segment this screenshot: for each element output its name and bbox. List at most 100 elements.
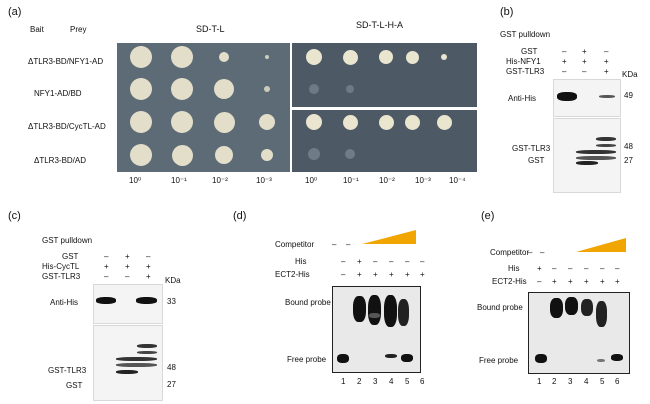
yeast-spot-p2-r4-c2 <box>345 149 355 159</box>
panel-d-competitor-wedge <box>362 230 416 244</box>
panel-c-sign-r1-c1: – <box>104 252 109 261</box>
yeast-spot-p1-r2-c3 <box>214 79 234 99</box>
yeast-spot-p1-r4-c4 <box>261 149 273 161</box>
panel-b-sign-r3-c3: + <box>604 67 609 76</box>
panel-b-band-gst <box>576 161 598 165</box>
e-ect2-sign-1: – <box>537 277 542 286</box>
yeast-spot-p1-r2-c1 <box>130 78 152 100</box>
panel-c-row-his: His-CycTL <box>42 262 80 271</box>
panel-b-sign-r2-c3: + <box>604 57 609 66</box>
panel-d-competitor-label: Competitor <box>275 240 315 249</box>
e-band-7 <box>597 359 605 362</box>
yeast-spot-p1-r1-c2 <box>171 46 193 68</box>
panel-c-marker-33: 33 <box>167 297 176 306</box>
panel-b-band-gsttlr3-a <box>596 137 616 141</box>
e-band-3 <box>565 297 578 315</box>
panel-b-sign-r2-c1: + <box>562 57 567 66</box>
e-band-5 <box>596 301 607 327</box>
yeast-spot-p1-r2-c4 <box>264 86 270 92</box>
row-label-2: NFY1-AD/BD <box>34 89 82 98</box>
d-band-7 <box>401 354 413 362</box>
e-lane-3: 3 <box>568 377 573 386</box>
panel-b-letter: (b) <box>500 6 514 18</box>
d-band-1 <box>337 354 349 363</box>
panel-d-letter: (d) <box>233 210 247 222</box>
d-his-sign-4: – <box>389 257 394 266</box>
panel-b-sign-r2-c2: + <box>582 57 587 66</box>
yeast-spot-p1-r4-c2 <box>171 144 193 166</box>
d-his-sign-6: – <box>420 257 425 266</box>
panel-e-ect2-label: ECT2-His <box>492 277 527 286</box>
panel-c-title: GST pulldown <box>42 236 93 245</box>
yeast-spot-p1-r1-c4 <box>265 55 269 59</box>
panel-c-sign-r3-c2: – <box>125 272 130 281</box>
e-lane-4: 4 <box>584 377 589 386</box>
yeast-spot-p1-r4-c3 <box>215 146 233 164</box>
e-competitor-sign-1: – <box>528 248 533 257</box>
panel-c-unit: KDa <box>165 276 181 285</box>
panel-e-bound-label: Bound probe <box>477 303 523 312</box>
dilution-p2-4: 10⁻⁴ <box>449 176 466 185</box>
d-band-3 <box>368 295 381 325</box>
d-band-5 <box>398 299 409 326</box>
panel-b-band-lane3 <box>599 95 615 98</box>
plate-sd-t-l-h-a-bottom <box>292 110 477 172</box>
panel-b-blot-gst <box>553 118 621 193</box>
d-band-6 <box>385 354 397 358</box>
panel-d-ect2-label: ECT2-His <box>275 270 310 279</box>
e-his-sign-6: – <box>615 264 620 273</box>
panel-c-sign-r2-c3: + <box>146 262 151 271</box>
panel-b-gsttlr3-label: GST-TLR3 <box>512 144 551 153</box>
panel-b-unit: KDa <box>622 70 638 79</box>
panel-e-competitor-wedge <box>576 238 626 252</box>
panel-b-row-gsttlr3: GST-TLR3 <box>506 67 545 76</box>
panel-d-his-label: His <box>295 257 307 266</box>
dilution-p1-0: 10⁰ <box>129 176 142 185</box>
dilution-p1-1: 10⁻¹ <box>171 176 187 185</box>
e-lane-2: 2 <box>552 377 557 386</box>
e-lane-5: 5 <box>600 377 605 386</box>
d-ect2-sign-2: + <box>357 270 362 279</box>
panel-c-sign-r3-c1: – <box>104 272 109 281</box>
panel-c-gst-label: GST <box>66 381 83 390</box>
panel-b-band-lane1 <box>557 92 577 101</box>
panel-b-marker-48: 48 <box>624 142 633 151</box>
dilution-p2-0: 10⁰ <box>305 176 318 185</box>
e-his-sign-2: – <box>552 264 557 273</box>
d-his-sign-5: – <box>405 257 410 266</box>
row-label-1: ΔTLR3-BD/NFY1-AD <box>28 57 104 66</box>
yeast-spot-p2-r4-c1 <box>308 148 320 160</box>
e-band-6 <box>611 354 623 361</box>
panel-c-marker-27: 27 <box>167 380 176 389</box>
panel-c-marker-48: 48 <box>167 363 176 372</box>
panel-b-sign-r1-c1: – <box>562 47 567 56</box>
yeast-spot-p2-r2-c1 <box>309 84 319 94</box>
yeast-spot-p2-r1-c4 <box>405 50 419 64</box>
dilution-p2-3: 10⁻³ <box>415 176 431 185</box>
d-ect2-sign-5: + <box>405 270 410 279</box>
yeast-spot-p1-r3-c3 <box>213 111 235 133</box>
panel-b-sign-r3-c1: – <box>562 67 567 76</box>
yeast-spot-p2-r3-c5 <box>436 114 452 130</box>
yeast-spot-p1-r3-c4 <box>259 114 275 130</box>
d-ect2-sign-3: + <box>373 270 378 279</box>
panel-c-sign-r1-c3: – <box>146 252 151 261</box>
panel-b-band-gsttlr3-b <box>596 144 616 147</box>
yeast-spot-p2-r1-c5 <box>441 54 447 60</box>
panel-c-sign-r2-c2: + <box>125 262 130 271</box>
d-ect2-sign-4: + <box>389 270 394 279</box>
yeast-spot-p1-r4-c1 <box>130 144 152 166</box>
yeast-spot-p1-r2-c2 <box>171 78 193 100</box>
e-ect2-sign-5: + <box>600 277 605 286</box>
row-label-4: ΔTLR3-BD/AD <box>34 156 87 165</box>
yeast-spot-p2-r3-c3 <box>378 114 394 130</box>
e-his-sign-4: – <box>584 264 589 273</box>
panel-b-band-mid-b <box>576 156 616 160</box>
panel-c-blot-antihis <box>93 284 163 324</box>
panel-d-bound-label: Bound probe <box>285 298 331 307</box>
d-lane-1: 1 <box>341 377 346 386</box>
panel-b-marker-49: 49 <box>624 91 633 100</box>
e-his-sign-5: – <box>600 264 605 273</box>
e-his-sign-1: + <box>537 264 542 273</box>
yeast-spot-p2-r1-c1 <box>306 49 322 65</box>
